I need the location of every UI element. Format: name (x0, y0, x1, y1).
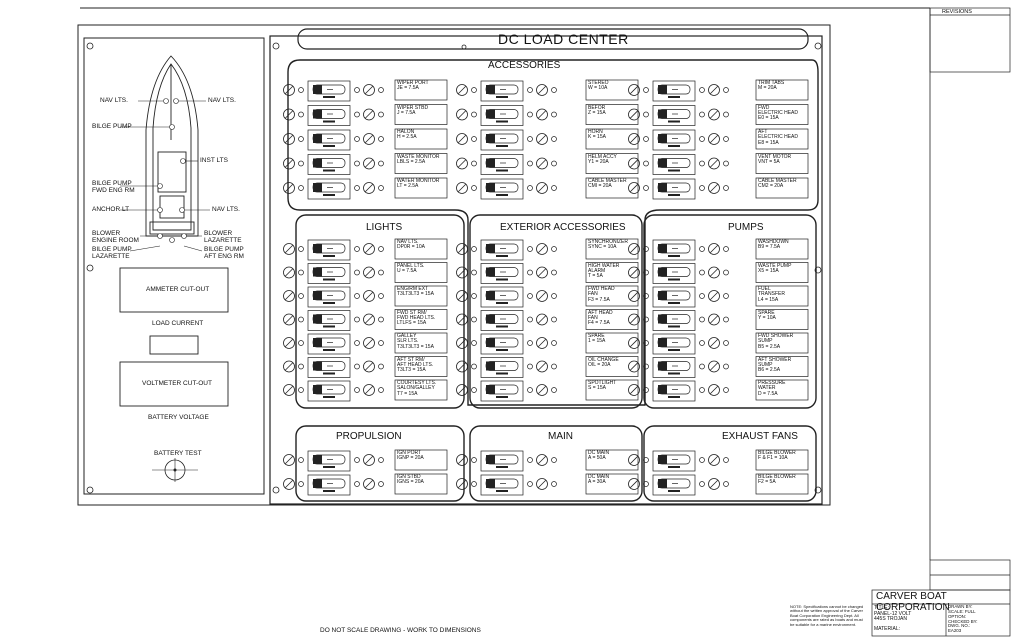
label-bilge-pump-fwd: BILGE PUMP FWD ENG RM (92, 180, 135, 194)
load-current-label: LOAD CURRENT (152, 320, 204, 327)
label-bilge-pump: BILGE PUMP (92, 123, 132, 130)
breaker-label-exterior-0: SYNCHRONIZER SYNC = 10A (588, 239, 629, 251)
breaker-label-lights-4: GALLEY SLR LTS. T3LT3LT3 = 15A (397, 333, 434, 350)
revisions-label: REVISIONS (942, 9, 972, 15)
breaker-label-pumps-5: AFT SHOWER SUMP B6 = 2.5A (758, 356, 792, 373)
breaker-label-pumps-6: PRESSURE WATER D = 7.5A (758, 380, 786, 397)
breaker-label-lights-0: NAV LTS. DP0R = 10A (397, 239, 425, 251)
company-name: CARVER BOAT CORPORATION (876, 591, 950, 613)
breaker-label-pumps-4: FWD SHOWER SUMP B5 = 2.5A (758, 333, 794, 350)
breaker-label-lights-1: PANEL LTS. U = 7.5A (397, 262, 425, 274)
breaker-label-accessories_left-3: WASTE MONITOR LBLS = 2.5A (397, 153, 440, 165)
ammeter-cutout-label: AMMETER CUT-OUT (146, 286, 210, 293)
breaker-label-accessories_right-0: TRIM TABS M = 20A (758, 80, 785, 92)
breaker-label-main-0: DC MAIN A = 50A (588, 450, 610, 462)
label-inst-lts: INST LTS (200, 157, 228, 164)
breaker-label-accessories_mid-2: HORN K = 15A (588, 129, 606, 141)
panel-title: DC LOAD CENTER (498, 31, 629, 47)
breaker-label-exterior-4: SPARE 1 = 15A (588, 333, 606, 345)
breaker-label-pumps-0: WASHDOWN B9 = 7.5A (758, 239, 789, 251)
label-nav-lts-left: NAV LTS. (100, 97, 128, 104)
breaker-label-accessories_mid-3: HELM ACCY Y1 = 20A (588, 153, 617, 165)
breaker-label-pumps-1: WASTE PUMP X5 = 15A (758, 262, 792, 274)
label-nav-lts-right: NAV LTS. (208, 97, 236, 104)
breaker-label-accessories_right-1: FWD ELECTRIC HEAD E0 = 15A (758, 104, 799, 121)
battery-test-label: BATTERY TEST (154, 450, 202, 457)
battery-voltage-label: BATTERY VOLTAGE (148, 414, 209, 421)
breaker-label-main-1: DC MAIN A = 30A (588, 474, 610, 486)
breaker-label-accessories_mid-1: BEFOR Z = 15A (588, 104, 606, 116)
breaker-label-exterior-5: OIL CHANGE OIL = 20A (588, 356, 619, 368)
section-title-accessories: ACCESSORIES (488, 60, 561, 71)
breaker-label-pumps-2: FUEL TRANSFER L4 = 15A (758, 286, 785, 303)
label-bilge-laz: BILGE PUMP LAZARETTE (92, 246, 132, 260)
label-nav-lts-stern: NAV LTS. (212, 206, 240, 213)
breaker-label-accessories_right-2: AFT ELECTRIC HEAD E8 = 15A (758, 129, 799, 146)
breaker-label-accessories_left-4: WATER MONITOR LT = 2.5A (397, 178, 440, 190)
section-title-exterior: EXTERIOR ACCESSORIES (500, 222, 626, 233)
breaker-label-accessories_left-2: HALON H = 2.5A (397, 129, 417, 141)
section-title-pumps: PUMPS (728, 222, 764, 233)
label-bilge-aft: BILGE PUMP AFT ENG RM (204, 246, 244, 260)
section-title-propulsion: PROPULSION (336, 431, 402, 442)
breaker-label-propulsion-1: IGN STBD IGNS = 20A (397, 474, 424, 486)
breaker-label-exterior-6: SPOTLIGHT S = 15A (588, 380, 617, 392)
breaker-label-exterior-3: AFT HEAD FAN F4 = 7.5A (588, 309, 613, 326)
breaker-label-exhaust-0: BILGE BLOWER F & F1 = 10A (758, 450, 796, 462)
material-label: MATERIAL: (874, 626, 901, 632)
breaker-label-lights-2: ENG/RM EXT T3LT3LT3 = 15A (397, 286, 434, 298)
drawn-by-block: DRAWN BY: SCALE: FULL OPTION: CHECKED BY… (948, 604, 978, 634)
voltmeter-cutout-label: VOLTMETER CUT-OUT (142, 380, 212, 387)
section-title-lights: LIGHTS (366, 222, 403, 233)
breaker-label-lights-3: FWD ST RM/ FWD HEAD LTS. LTLFS = 15A (397, 309, 436, 326)
drawing-title: TITLE: PANEL-12 VOLT 445S TROJAN (874, 605, 912, 622)
breaker-label-exhaust-1: BILGE BLOWER F2 = 5A (758, 474, 796, 486)
breaker-label-accessories_right-4: CABLE MASTER CM2 = 20A (758, 178, 797, 190)
breaker-label-pumps-3: SPARE Y = 10A (758, 309, 776, 321)
breaker-label-accessories_mid-0: STEREO W = 10A (588, 80, 609, 92)
label-blower-engine: BLOWER ENGINE ROOM (92, 230, 139, 244)
footer-note: DO NOT SCALE DRAWING - WORK TO DIMENSION… (320, 627, 481, 634)
label-blower-laz: BLOWER LAZARETTE (204, 230, 242, 244)
spec-note: NOTE: Specifications cannot be changed w… (790, 604, 864, 627)
breaker-label-exterior-1: HIGH WATER ALARM T = 5A (588, 262, 620, 279)
breaker-label-accessories_left-0: WIPER PORT JE = 7.5A (397, 80, 429, 92)
breaker-label-exterior-2: FWD HEAD FAN F3 = 7.5A (588, 286, 615, 303)
label-anchor-lt: ANCHOR LT (92, 206, 130, 213)
breaker-label-lights-5: AFT ST RM/ AFT HEAD LTS. T3LT3 = 15A (397, 356, 434, 373)
section-title-main: MAIN (548, 431, 573, 442)
section-title-exhaust: EXHAUST FANS (722, 431, 798, 442)
breaker-label-lights-6: COURTESY LTS. SALON/GALLEY T7 = 15A (397, 380, 437, 397)
breaker-label-accessories_left-1: WIPER STBD J = 7.5A (397, 104, 429, 116)
breaker-label-propulsion-0: IGN PORT IGNP = 20A (397, 450, 424, 462)
breaker-label-accessories_right-3: VENT MOTOR VNT = 5A (758, 153, 792, 165)
breaker-label-accessories_mid-4: CABLE MASTER CMI = 20A (588, 178, 627, 190)
